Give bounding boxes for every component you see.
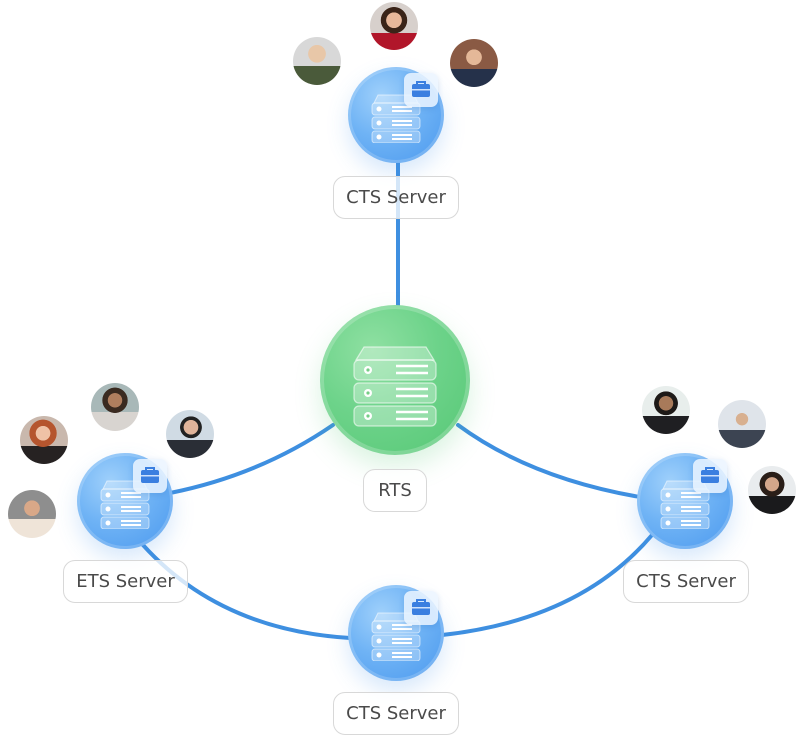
avatar bbox=[718, 400, 766, 448]
rts-hub-node[interactable] bbox=[320, 305, 470, 455]
avatar bbox=[293, 37, 341, 85]
briefcase-icon bbox=[412, 599, 430, 615]
avatar bbox=[166, 410, 214, 458]
avatar bbox=[20, 416, 68, 464]
badge bbox=[404, 591, 438, 625]
rts-hub-label: RTS bbox=[363, 469, 427, 512]
avatar bbox=[91, 383, 139, 431]
cts-bottom-server-node[interactable] bbox=[348, 585, 444, 681]
avatar bbox=[370, 2, 418, 50]
briefcase-icon bbox=[141, 467, 159, 483]
briefcase-icon bbox=[412, 81, 430, 97]
ets-left-server-node[interactable] bbox=[77, 453, 173, 549]
link-rts-ets-left bbox=[168, 423, 335, 495]
avatar bbox=[450, 39, 498, 87]
server-stack-icon bbox=[100, 480, 150, 529]
cts-right-server-node[interactable] bbox=[637, 453, 733, 549]
cts-top-server-label: CTS Server bbox=[333, 176, 459, 219]
avatar bbox=[642, 386, 690, 434]
cts-top-server-node[interactable] bbox=[348, 67, 444, 163]
cts-right-server-label: CTS Server bbox=[623, 560, 749, 603]
badge bbox=[693, 459, 727, 493]
badge bbox=[404, 73, 438, 107]
badge bbox=[133, 459, 167, 493]
briefcase-icon bbox=[701, 467, 719, 483]
server-stack-icon bbox=[353, 346, 437, 427]
link-cts-bottom-cts-right bbox=[440, 533, 654, 637]
cts-bottom-server-label: CTS Server bbox=[333, 692, 459, 735]
ets-left-server-label: ETS Server bbox=[63, 560, 188, 603]
link-rts-cts-right bbox=[456, 423, 642, 499]
server-stack-icon bbox=[371, 612, 421, 661]
avatar bbox=[8, 490, 56, 538]
avatar bbox=[748, 466, 796, 514]
